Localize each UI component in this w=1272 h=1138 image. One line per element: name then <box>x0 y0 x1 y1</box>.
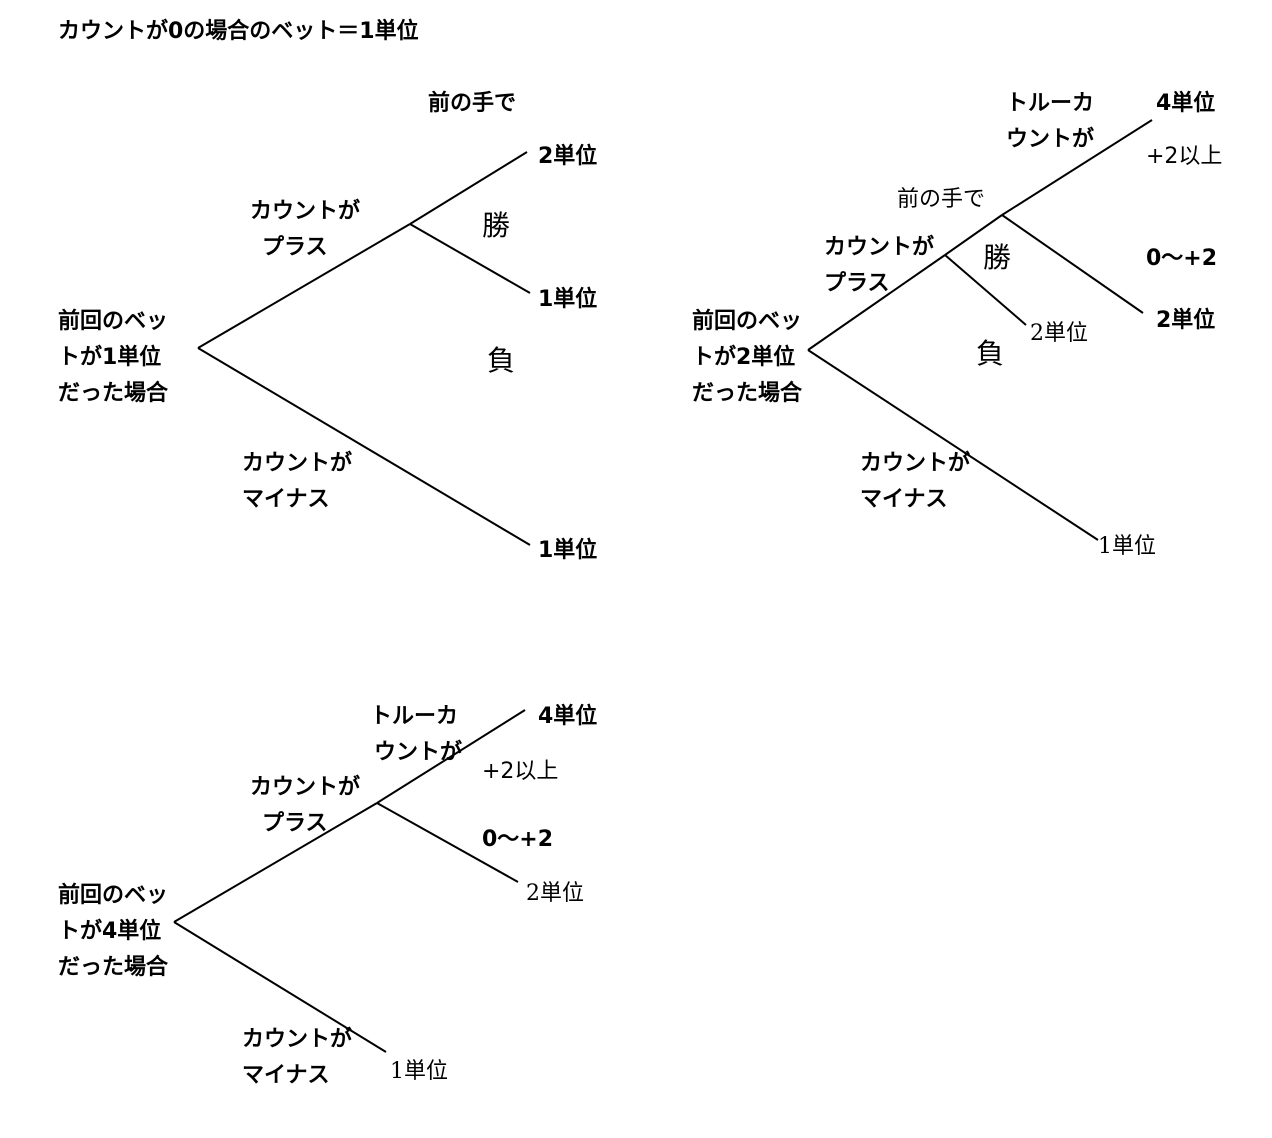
tree1-root-label: 前回のベッ トが1単位 だった場合 <box>58 309 169 406</box>
tree2-prev-hand-label: 前の手で <box>897 187 986 212</box>
tree2-high-line <box>1001 119 1153 216</box>
tree2-high-condition: +2以上 <box>1146 144 1223 169</box>
tree3-plus-branch-label: カウントが プラス <box>250 775 361 836</box>
tree2-lose-label: 負 <box>976 337 1005 370</box>
tree2-minus-line <box>807 349 1099 541</box>
tree2-lose-result: 2単位 <box>1030 321 1088 346</box>
tree1-win-label: 勝 <box>482 209 511 242</box>
tree1-plus-line <box>197 223 411 349</box>
tree1-minus-result: 1単位 <box>538 538 598 563</box>
tree2-lose-line <box>944 254 1027 326</box>
tree2-high-result: 4単位 <box>1156 91 1216 116</box>
tree1-prev-hand-label: 前の手で <box>428 91 517 116</box>
tree2-win-label: 勝 <box>983 241 1012 274</box>
tree1-lose-label: 負 <box>487 344 516 377</box>
tree3-mid-result: 2単位 <box>526 881 584 906</box>
tree2-root-label: 前回のベッ トが2単位 だった場合 <box>692 309 803 406</box>
tree3-minus-result: 1単位 <box>390 1059 448 1084</box>
tree2-plus-line <box>807 254 946 351</box>
tree2-plus-branch-label: カウントが プラス <box>824 235 935 296</box>
page-title: カウントが0の場合のベット＝1単位 <box>58 19 419 44</box>
tree1-minus-branch-label: カウントが マイナス <box>242 451 353 512</box>
tree3-high-result: 4単位 <box>538 704 598 729</box>
tree1-minus-line <box>197 347 531 546</box>
tree2-mid-result: 2単位 <box>1156 308 1216 333</box>
tree1-win-result: 2単位 <box>538 144 598 169</box>
tree3-minus-branch-label: カウントが マイナス <box>242 1027 353 1088</box>
tree1-win-line <box>409 151 528 225</box>
tree2-minus-result: 1単位 <box>1098 534 1156 559</box>
tree3-plus-line <box>173 802 378 923</box>
tree2-mid-condition: 0～+2 <box>1146 246 1218 271</box>
tree3-root-label: 前回のベッ トが4単位 だった場合 <box>58 883 169 980</box>
tree2-win-line <box>944 214 1003 256</box>
tree3-true-count-label: トルーカ ウントが <box>370 704 463 765</box>
tree2-mid-line <box>1001 214 1144 314</box>
tree3-minus-line <box>173 921 387 1053</box>
tree1-plus-branch-label: カウントが プラス <box>250 199 361 260</box>
tree2-minus-branch-label: カウントが マイナス <box>860 451 971 512</box>
tree3-high-line <box>376 709 526 804</box>
tree1-lose-line <box>409 223 531 294</box>
tree2-true-count-label: トルーカ ウントが <box>1006 91 1095 152</box>
tree3-mid-condition: 0～+2 <box>482 827 554 852</box>
tree3-high-condition: +2以上 <box>482 759 559 784</box>
tree3-mid-line <box>376 802 519 883</box>
tree1-lose-result: 1単位 <box>538 287 598 312</box>
